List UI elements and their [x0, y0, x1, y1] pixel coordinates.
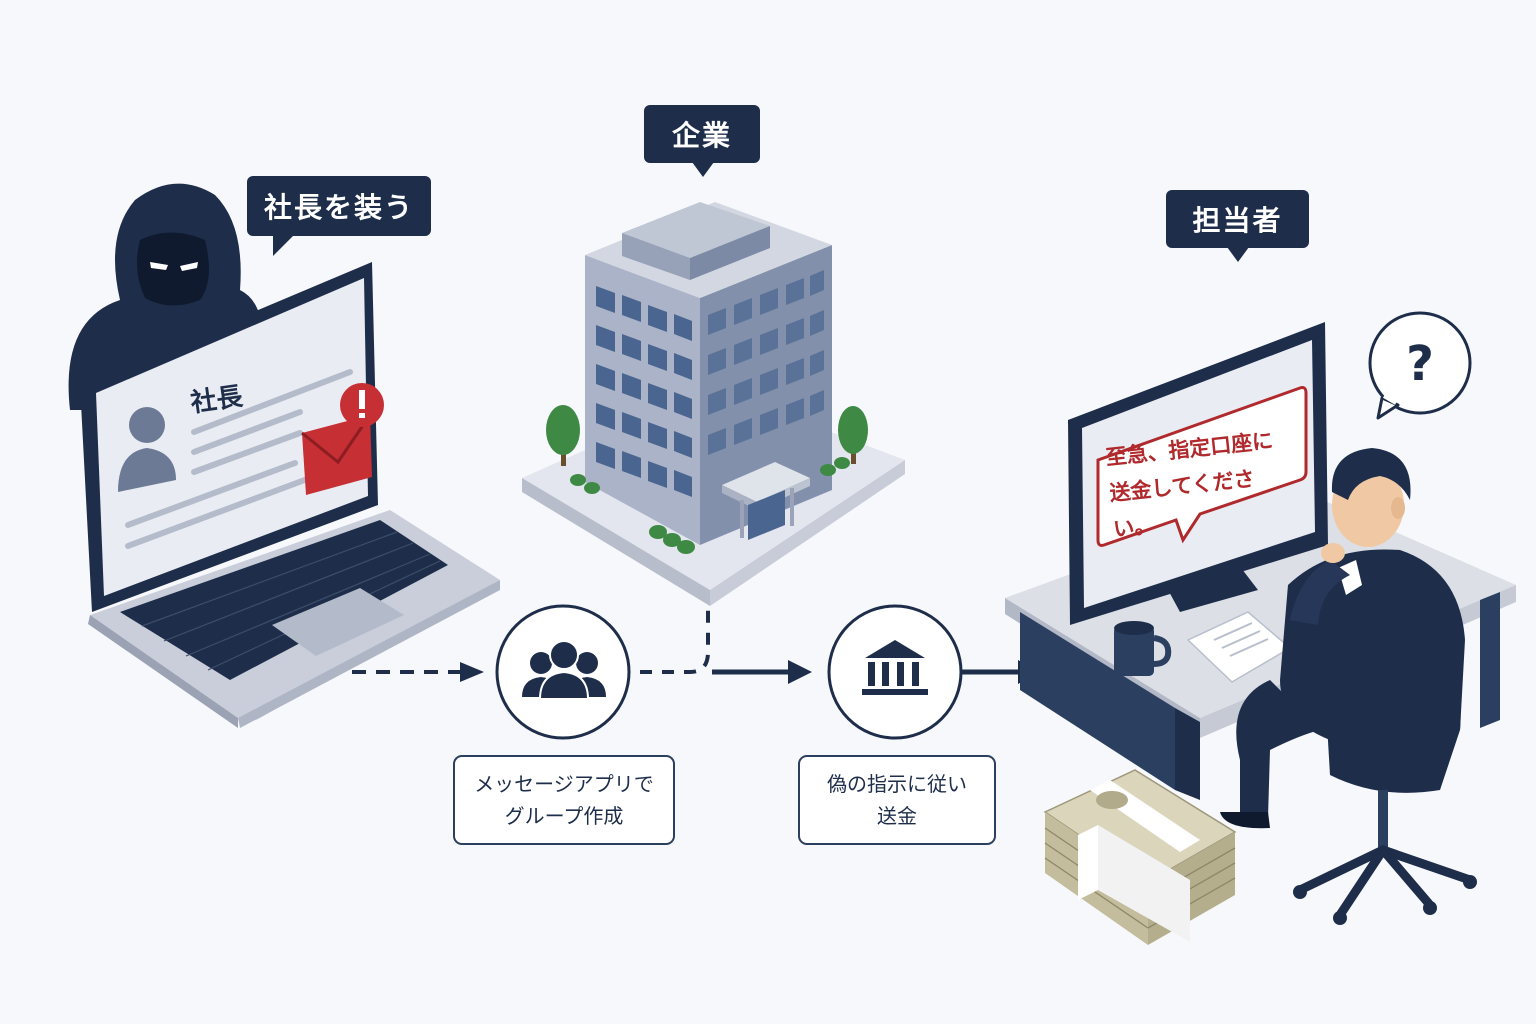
company-building — [522, 202, 905, 606]
step-label-line: メッセージアプリで — [474, 772, 654, 796]
dashed-arrow — [352, 662, 484, 682]
question-bubble-icon: ? — [1368, 311, 1472, 420]
group-icon-circle — [495, 604, 631, 740]
monitor — [1068, 322, 1328, 625]
step-label-line: グループ作成 — [504, 804, 624, 828]
staff-label: 担当者 — [1166, 190, 1309, 262]
bank-icon-circle — [827, 604, 963, 740]
step-label-transfer: 偽の指示に従い 送金 — [798, 755, 996, 845]
dashed-connector — [640, 608, 710, 674]
laptop-screen-name: 社長 — [188, 381, 245, 419]
laptop — [80, 262, 500, 728]
step-label-line: 送金 — [877, 804, 917, 828]
step-label-group-creation: メッセージアプリで グループ作成 — [453, 755, 675, 845]
alert-icon — [340, 383, 384, 427]
step-label-line: 偽の指示に従い — [827, 772, 967, 796]
shrubs — [570, 457, 850, 554]
monitor-message: 至急、指定口座に 送金してください。 — [1104, 421, 1292, 547]
office-worker — [1220, 448, 1465, 829]
solid-arrow — [712, 660, 812, 684]
impersonator-label: 社長を装う — [247, 176, 431, 256]
tree — [546, 405, 868, 466]
cash-stack — [1043, 769, 1237, 945]
coffee-mug — [1114, 621, 1172, 676]
company-label: 企業 — [644, 105, 760, 177]
svg-text:?: ? — [1406, 336, 1434, 392]
